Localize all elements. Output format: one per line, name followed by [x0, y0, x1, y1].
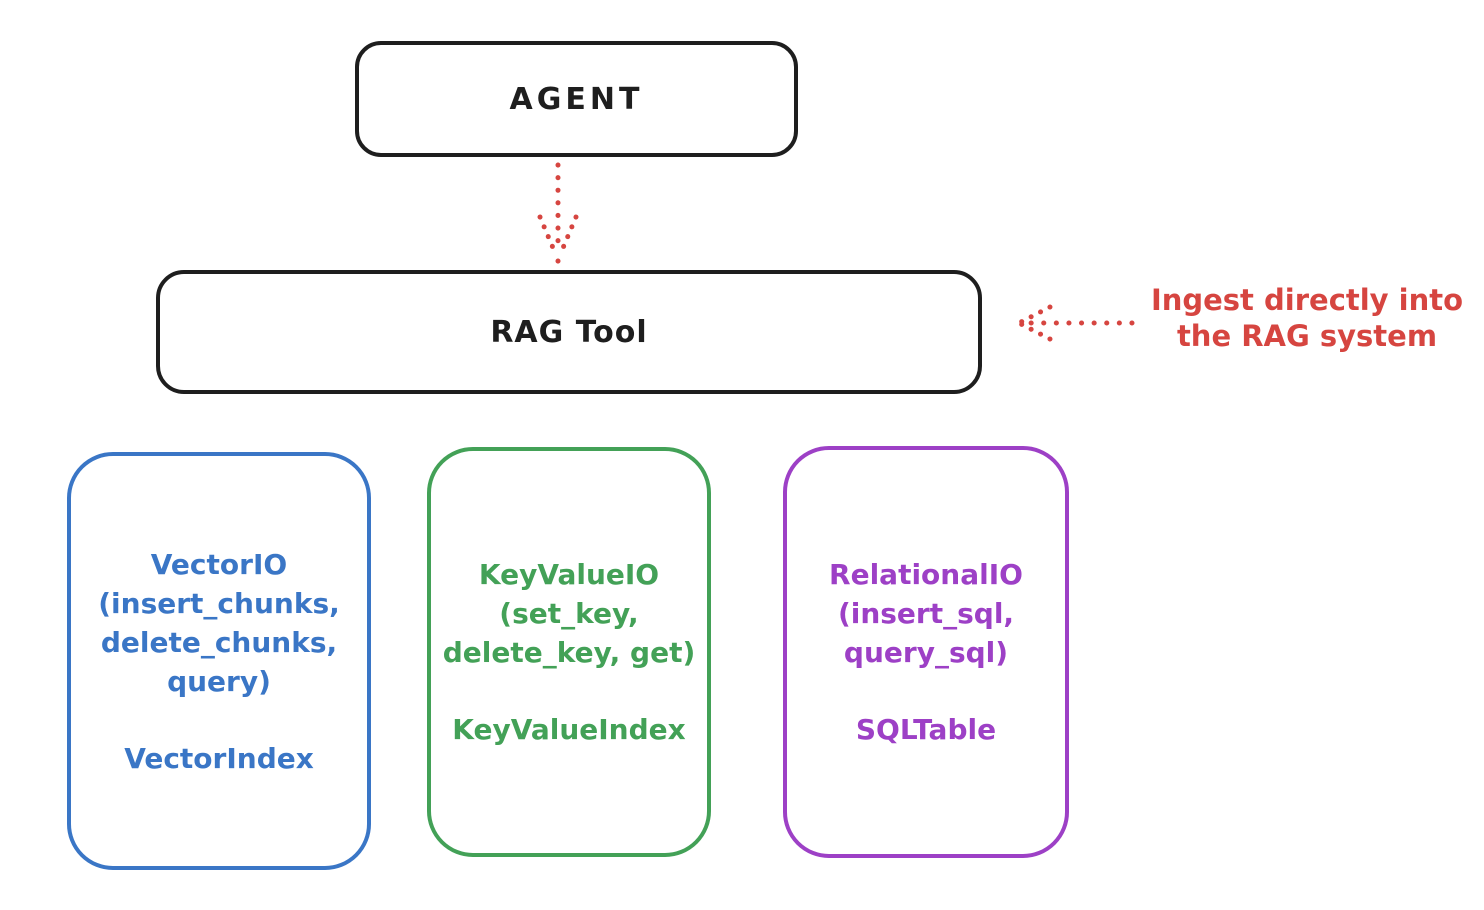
- ingest-annotation: Ingest directly into the RAG system: [1140, 282, 1474, 354]
- relationalio-index-label: SQLTable: [855, 713, 997, 746]
- ragtool-label: RAG Tool: [490, 314, 648, 350]
- relationalio-node: RelationalIO (insert_sql, query_sql) SQL…: [783, 446, 1069, 858]
- agent-label: AGENT: [509, 81, 644, 117]
- arrow-agent-to-ragtool: [537, 162, 579, 264]
- keyvalueio-index-label: KeyValueIndex: [452, 713, 686, 746]
- ingest-annotation-line-1: Ingest directly into: [1150, 283, 1464, 317]
- keyvalueio-param-line: (set_key,: [499, 597, 639, 630]
- relationalio-param-line: (insert_sql,: [837, 597, 1015, 630]
- keyvalueio-node: KeyValueIO (set_key, delete_key, get) Ke…: [427, 447, 711, 857]
- vectorio-param-line: query): [167, 664, 271, 698]
- keyvalueio-title: KeyValueIO: [478, 558, 660, 591]
- vectorio-title: VectorIO: [150, 547, 288, 581]
- agent-node: AGENT: [355, 41, 798, 157]
- ragtool-node: RAG Tool: [156, 270, 982, 394]
- vectorio-index-label: VectorIndex: [124, 741, 314, 775]
- ingest-annotation-line-2: the RAG system: [1176, 319, 1438, 353]
- relationalio-title: RelationalIO: [829, 558, 1023, 591]
- vectorio-param-line: (insert_chunks,: [98, 586, 340, 620]
- vectorio-node: VectorIO (insert_chunks, delete_chunks, …: [67, 452, 371, 870]
- arrow-ingest-into-ragtool: [1018, 304, 1135, 342]
- relationalio-param-line: query_sql): [843, 636, 1009, 669]
- vectorio-param-line: delete_chunks,: [100, 625, 338, 659]
- keyvalueio-param-line: delete_key, get): [442, 636, 696, 669]
